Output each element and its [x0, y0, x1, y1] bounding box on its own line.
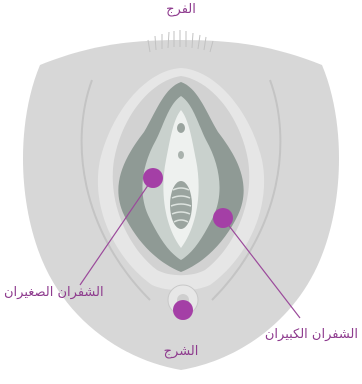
labia-minora-marker — [143, 168, 163, 188]
diagram-title: الفرج — [0, 3, 362, 16]
labia-majora-marker — [213, 208, 233, 228]
urethral-opening — [178, 151, 184, 159]
anus-label: الشرج — [0, 345, 362, 358]
anus-marker — [173, 300, 193, 320]
labia-majora-label: الشفران الكبيران — [265, 328, 358, 341]
labia-minora-label: الشفران الصغيران — [4, 286, 104, 299]
clitoris — [177, 123, 185, 133]
